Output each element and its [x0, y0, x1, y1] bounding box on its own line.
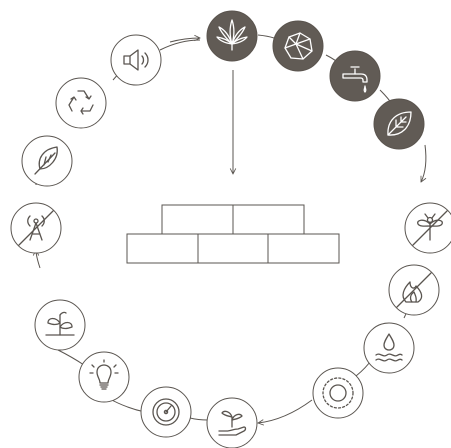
stone-icon [284, 32, 313, 60]
ring-arc [169, 38, 200, 43]
leaf-icon [387, 111, 412, 136]
no-insects-icon [412, 210, 448, 246]
no-radio-signal-icon [18, 210, 54, 246]
water-tap-icon [342, 66, 368, 93]
ring-arc [420, 144, 427, 182]
node-no-radio-signal [10, 202, 62, 254]
brick-wall-icon [126, 204, 340, 264]
node-water-tap [329, 50, 381, 102]
feather-icon [34, 146, 58, 175]
thermal-insulation-icon [322, 377, 354, 409]
node-cannabis-leaf [206, 10, 258, 62]
node-feather [21, 135, 73, 187]
node-thermal-insulation [312, 367, 364, 419]
speedometer-icon [152, 398, 180, 426]
node-speedometer [140, 386, 192, 438]
speaker-icon [123, 49, 149, 71]
node-light-bulb [78, 351, 130, 403]
cannabis-leaf-icon [216, 19, 248, 51]
growing-plant-icon [45, 311, 75, 336]
node-fire-resistant [388, 264, 440, 316]
ring-arc [189, 417, 209, 421]
node-recycle [55, 77, 107, 129]
node-plant-in-hand [206, 397, 258, 448]
node-growing-plant [34, 299, 86, 351]
node-speaker [110, 34, 162, 86]
ring-arc [159, 39, 201, 51]
node-leaf [373, 98, 425, 150]
node-stone [272, 20, 324, 72]
ring-arc [257, 34, 275, 39]
ring-arc [258, 399, 313, 423]
node-no-insects [404, 202, 451, 254]
plant-in-hand-icon [218, 410, 247, 436]
light-bulb-icon [89, 359, 119, 390]
recycle-icon [68, 90, 94, 115]
ring-arc [57, 349, 85, 366]
node-moisture-regulation [363, 322, 415, 374]
moisture-regulation-icon [375, 333, 403, 362]
fire-resistant-icon [396, 272, 432, 308]
